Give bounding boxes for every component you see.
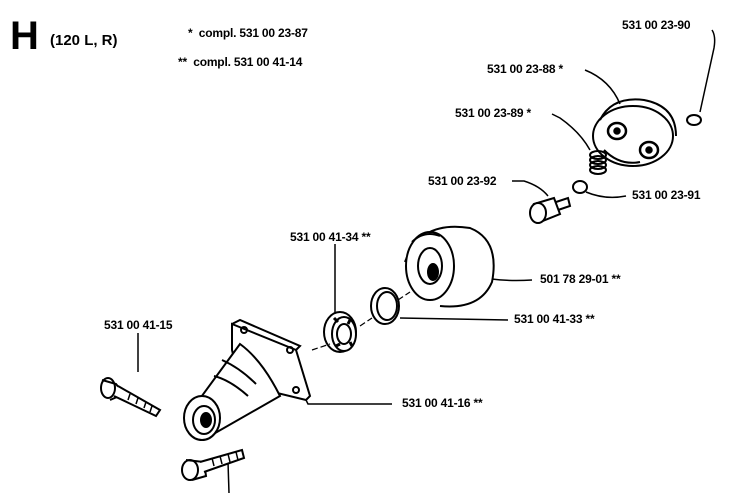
part-label-p8: 531 00 41-33 ** bbox=[514, 312, 595, 326]
part-number: 501 78 29-01 bbox=[540, 272, 609, 286]
shoulder-screw bbox=[529, 196, 572, 224]
clutch-drum bbox=[404, 225, 495, 308]
part-label-p3: 531 00 23-89 * bbox=[455, 106, 531, 120]
leader-p1 bbox=[699, 29, 716, 113]
needle-bearing bbox=[323, 311, 357, 353]
leader-p4 bbox=[512, 180, 549, 197]
part-number: 531 00 23-88 bbox=[487, 62, 556, 76]
note-2-text: compl. 531 00 41-14 bbox=[193, 55, 303, 69]
center-axis bbox=[311, 291, 411, 351]
part-number: 531 00 23-91 bbox=[632, 188, 701, 202]
part-number: 531 00 41-34 bbox=[290, 230, 359, 244]
washer-top bbox=[686, 114, 702, 126]
spring bbox=[589, 150, 607, 175]
leader-p8 bbox=[399, 317, 509, 321]
part-label-p5: 531 00 23-91 bbox=[632, 188, 701, 202]
part-label-p7: 501 78 29-01 ** bbox=[540, 272, 621, 286]
part-mark: * bbox=[558, 62, 563, 76]
part-label-p9: 531 00 41-15 bbox=[104, 318, 173, 332]
part-number: 531 00 41-15 bbox=[104, 318, 173, 332]
part-number: 531 00 23-92 bbox=[428, 174, 497, 188]
clutch-shoes-assembly bbox=[592, 98, 677, 167]
part-label-p6: 531 00 41-34 ** bbox=[290, 230, 371, 244]
retaining-ring bbox=[370, 287, 400, 325]
leader-p10 bbox=[304, 397, 392, 405]
part-label-p4: 531 00 23-92 bbox=[428, 174, 497, 188]
clutch-housing bbox=[183, 318, 312, 441]
part-label-p2: 531 00 23-88 * bbox=[487, 62, 563, 76]
part-number: 531 00 23-90 bbox=[622, 18, 691, 32]
part-mark: ** bbox=[611, 272, 621, 286]
leader-p5 bbox=[585, 191, 627, 199]
part-label-p1: 531 00 23-90 bbox=[622, 18, 691, 32]
note-2: ** compl. 531 00 41-14 bbox=[178, 55, 302, 69]
note-1: * compl. 531 00 23-87 bbox=[188, 26, 308, 40]
note-1-text: compl. 531 00 23-87 bbox=[198, 26, 308, 40]
part-mark: * bbox=[526, 106, 531, 120]
part-label-p10: 531 00 41-16 ** bbox=[402, 396, 483, 410]
part-mark: ** bbox=[473, 396, 483, 410]
note-1-mark: * bbox=[188, 26, 193, 40]
note-2-mark: ** bbox=[178, 55, 187, 69]
part-number: 531 00 23-89 bbox=[455, 106, 524, 120]
leader-screw2 bbox=[227, 461, 230, 493]
part-number: 531 00 41-33 bbox=[514, 312, 583, 326]
section-letter: H bbox=[10, 14, 39, 58]
part-mark: ** bbox=[361, 230, 371, 244]
screw-left bbox=[100, 377, 162, 418]
screw-bottom bbox=[181, 448, 246, 481]
model-label: (120 L, R) bbox=[50, 32, 118, 49]
leader-p2 bbox=[584, 69, 621, 105]
part-number: 531 00 41-16 bbox=[402, 396, 471, 410]
washer-middle bbox=[572, 180, 588, 194]
leader-p3 bbox=[551, 113, 591, 151]
part-mark: ** bbox=[585, 312, 595, 326]
